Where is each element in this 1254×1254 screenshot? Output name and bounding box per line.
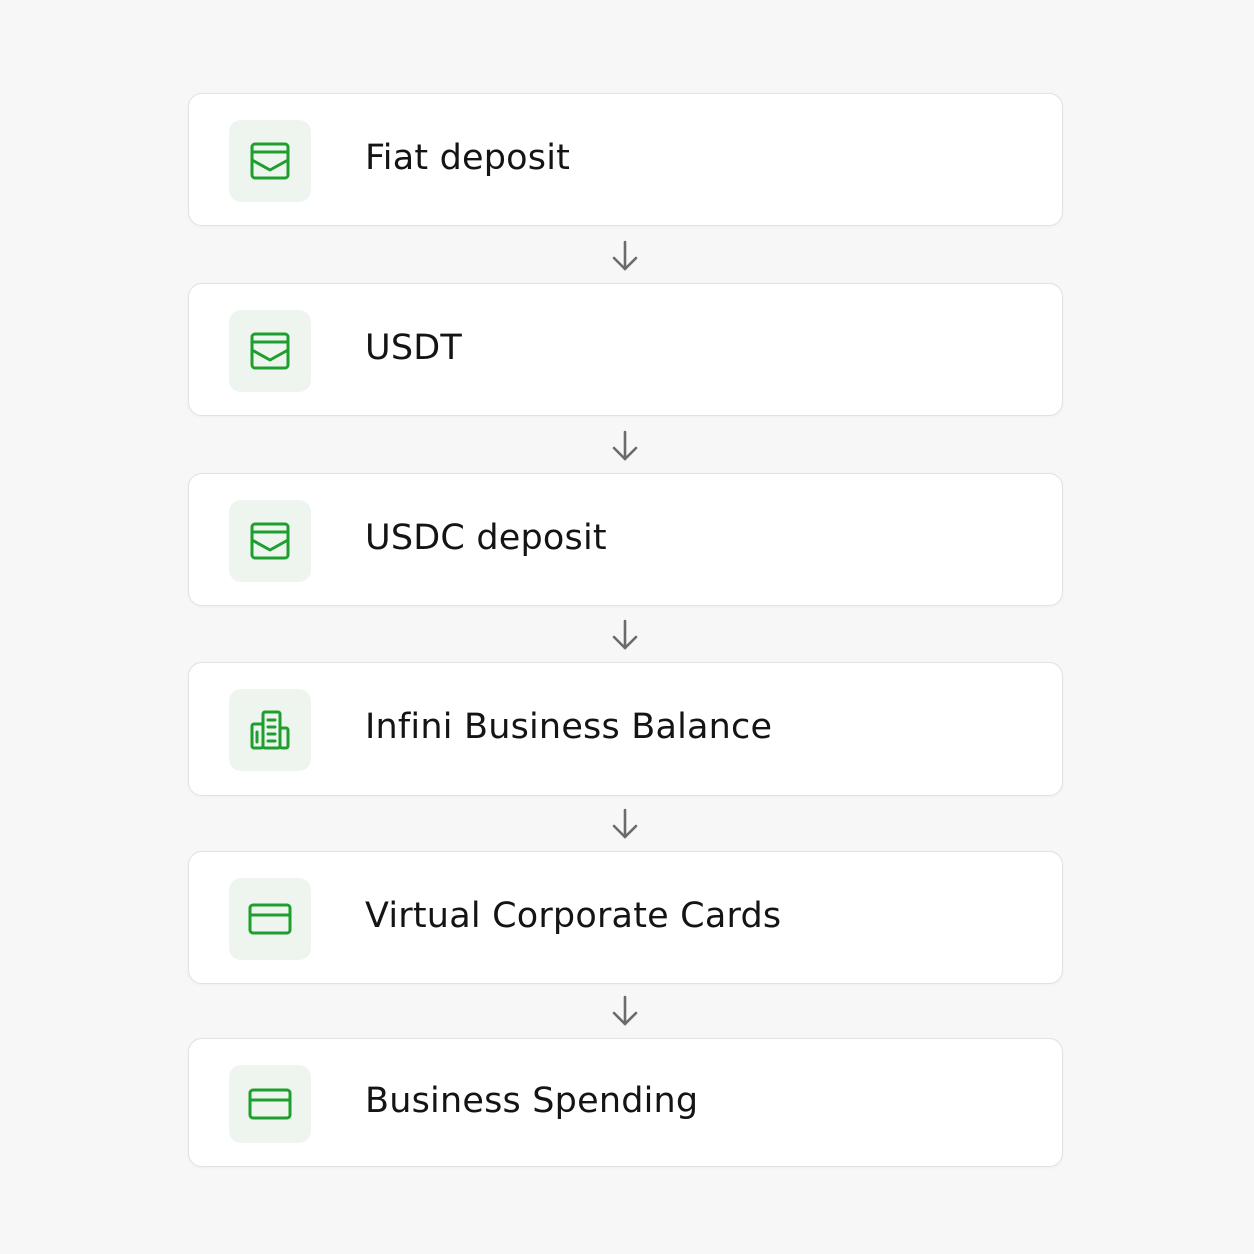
arrow-down-icon xyxy=(612,430,638,461)
arrow-down-icon xyxy=(612,808,638,839)
step-label: Virtual Corporate Cards xyxy=(365,896,782,936)
arrow-down-icon xyxy=(612,619,638,650)
credit-card-icon xyxy=(229,1065,311,1143)
arrow-down-icon xyxy=(612,995,638,1026)
step-card-virtual-corporate-cards: Virtual Corporate Cards xyxy=(188,851,1063,984)
step-label: USDT xyxy=(365,328,462,368)
building-icon xyxy=(229,689,311,771)
step-card-infini-business-balance: Infini Business Balance xyxy=(188,662,1063,796)
step-card-usdt: USDT xyxy=(188,283,1063,416)
arrow-down-icon xyxy=(612,240,638,271)
wallet-icon xyxy=(229,120,311,202)
credit-card-icon xyxy=(229,878,311,960)
wallet-icon xyxy=(229,500,311,582)
step-label: Fiat deposit xyxy=(365,138,571,178)
wallet-icon xyxy=(229,310,311,392)
step-card-usdc-deposit: USDC deposit xyxy=(188,473,1063,606)
step-label: Infini Business Balance xyxy=(365,707,773,747)
step-label: Business Spending xyxy=(365,1081,699,1121)
step-label: USDC deposit xyxy=(365,518,607,558)
step-card-fiat-deposit: Fiat deposit xyxy=(188,93,1063,226)
step-card-business-spending: Business Spending xyxy=(188,1038,1063,1167)
